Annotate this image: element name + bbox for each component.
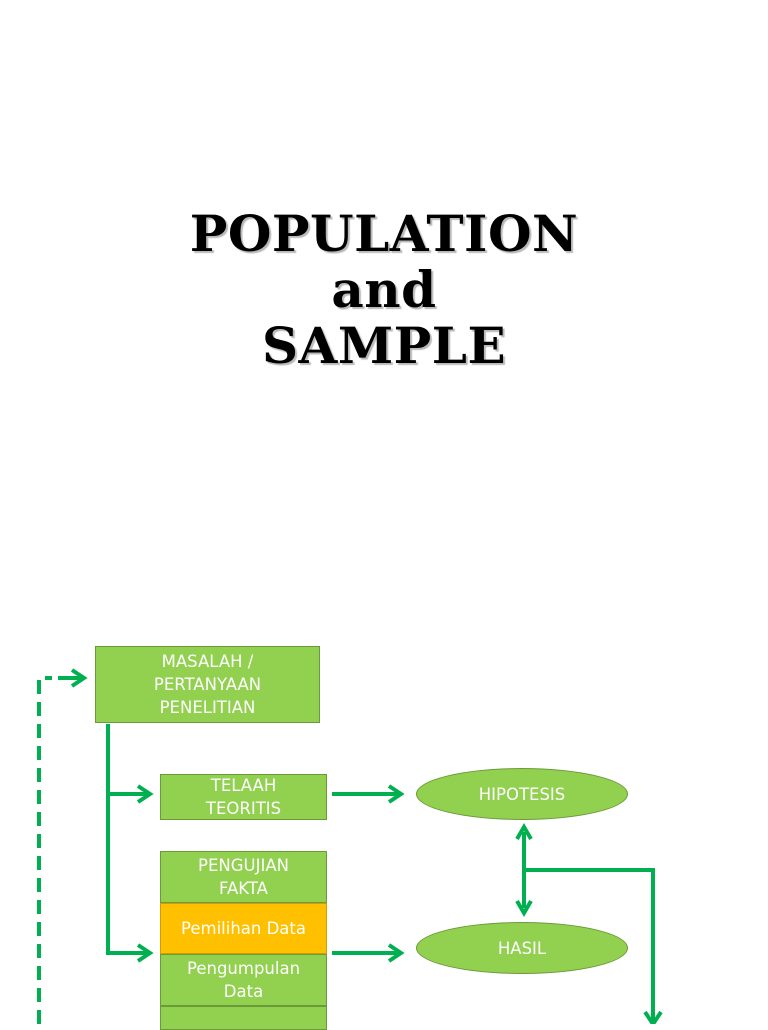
pengujian-fakta-box: PENGUJIAN FAKTA <box>160 851 327 903</box>
title-line-3: SAMPLE <box>261 316 507 375</box>
arrowhead-up <box>515 823 533 841</box>
title-line-1: POPULATION <box>189 204 579 263</box>
arrowhead-telaah <box>136 784 154 804</box>
arrowhead-bottom-right <box>643 1010 663 1024</box>
hasil-ellipse: HASIL <box>416 922 628 974</box>
masalah-box: MASALAH / PERTANYAAN PENELITIAN <box>95 646 320 723</box>
arrowhead-pengujian <box>136 943 154 963</box>
telaah-teoritis-box: TELAAH TEORITIS <box>160 774 327 820</box>
feedback-arrowhead <box>70 668 88 688</box>
feedback-loop-dashed <box>37 676 52 1024</box>
pengumpulan-data-box: Pengumpulan Data <box>160 954 327 1006</box>
pemilihan-data-box: Pemilihan Data <box>160 903 327 954</box>
trunk-line <box>106 724 148 955</box>
line-right-branch <box>524 868 655 1024</box>
next-step-box <box>160 1006 327 1030</box>
title-line-2: and <box>331 260 437 319</box>
arrowhead-hipotesis <box>387 784 405 804</box>
arrowhead-hasil <box>387 943 405 963</box>
hipotesis-ellipse: HIPOTESIS <box>416 768 628 820</box>
arrowhead-down <box>515 899 533 917</box>
